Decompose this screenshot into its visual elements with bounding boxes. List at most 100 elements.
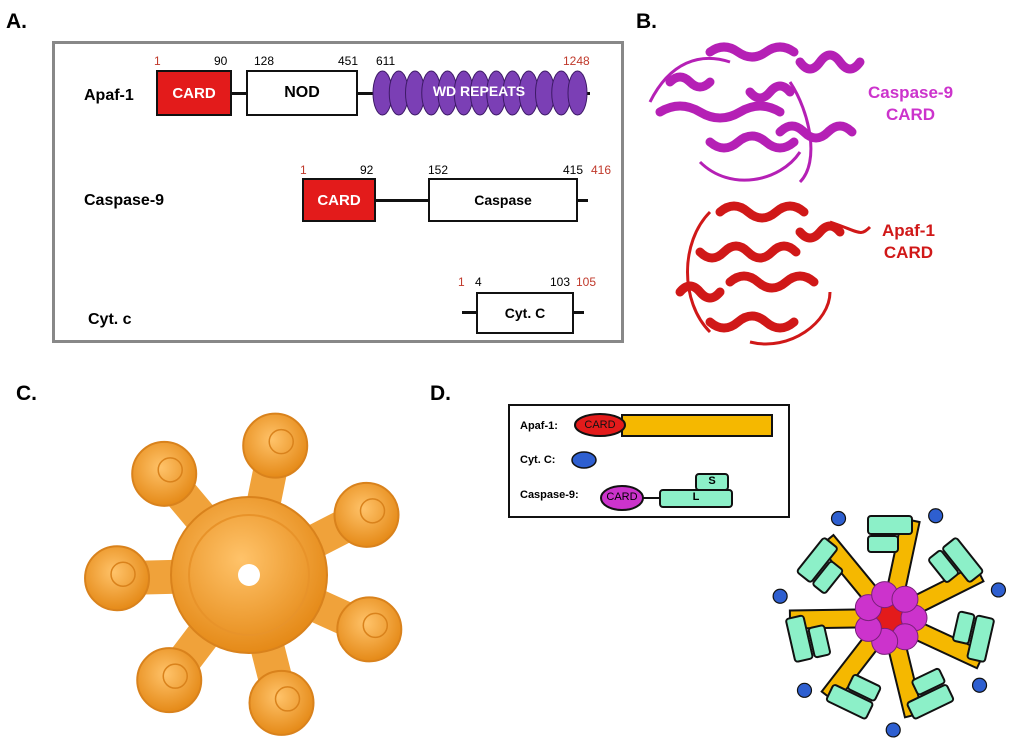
arm-head-detail <box>157 457 183 483</box>
legend-casp9-card-text: CARD <box>606 491 638 503</box>
cytc-dot <box>772 588 788 604</box>
arm-head <box>336 596 403 663</box>
cytc-ellipse <box>571 451 597 469</box>
apoptosome-cryo-em-map <box>84 412 403 736</box>
caspase-small-block <box>807 624 831 659</box>
casp9-pos-92: 92 <box>360 163 374 177</box>
apaf1-pos-611: 611 <box>376 54 396 68</box>
casp9-pos-416: 416 <box>591 163 612 177</box>
wd-blade <box>567 70 588 116</box>
domain-diagram-frame <box>52 41 624 343</box>
arm-head-detail <box>359 498 386 524</box>
cytc-dot <box>796 682 813 698</box>
apoptosome-model <box>772 508 1007 738</box>
casp9-pos-415: 415 <box>563 163 584 177</box>
casp9-card-domain: CARD <box>302 178 376 222</box>
casp9-row-label: Caspase-9 <box>84 192 165 209</box>
legend-apaf1-label: Apaf-1: <box>520 420 558 432</box>
caspase-small-block <box>847 673 882 702</box>
apaf1-card-ellipse <box>574 413 626 437</box>
caspase9-card-label-line1: Caspase-9 <box>868 83 954 102</box>
casp9-caspase-domain: Caspase <box>428 178 578 222</box>
apaf1-pos-90: 90 <box>214 54 228 68</box>
caspase9-card-label-line2: CARD <box>885 105 936 124</box>
card-disk <box>854 581 928 655</box>
apaf1-card-label-line2: CARD <box>883 243 933 262</box>
caspase-large-block <box>867 515 913 535</box>
apaf1-card-domain: CARD <box>156 70 232 116</box>
caspase-large-block <box>906 684 955 720</box>
arm-head <box>242 412 309 479</box>
apaf1-pos-451: 451 <box>338 54 359 68</box>
arm-head <box>333 481 400 548</box>
apaf1-wd-repeats <box>372 70 588 116</box>
legend-apaf1-card-text: CARD <box>584 419 616 431</box>
apaf1-card-loops <box>686 210 872 346</box>
cytc-dot <box>928 508 944 524</box>
apaf1-card-ribbon <box>675 201 845 333</box>
legend-cytc-symbol <box>571 451 597 469</box>
card-complex-ribbon <box>648 42 872 346</box>
cytc-dot <box>885 722 901 738</box>
cytc-pos-105: 105 <box>576 275 597 289</box>
arm-head-detail <box>162 663 188 689</box>
panel-c-label: C. <box>16 382 37 405</box>
casp9-card-ellipse <box>600 485 644 511</box>
caspase-large-block <box>966 614 995 663</box>
arm-head-detail <box>268 428 294 455</box>
cytc-dots <box>772 508 1007 738</box>
central-pore <box>238 564 260 586</box>
legend-cytc-label: Cyt. C: <box>520 454 556 466</box>
caspase-small-block <box>952 610 976 645</box>
caspase9-card-disk <box>891 585 919 613</box>
apaf1-card-label-line1: Apaf-1 <box>882 221 935 240</box>
wd-repeat-blades <box>372 70 588 116</box>
legend-s-text: S <box>708 475 716 487</box>
apaf1-wd-label: WD REPEATS <box>432 83 526 99</box>
panel-b-label: B. <box>636 10 657 33</box>
caspase9-card-label: Caspase-9 CARD <box>868 82 953 126</box>
apaf1-pos-1: 1 <box>154 54 161 68</box>
legend-apaf1-symbol <box>574 413 773 437</box>
cytc-pos-103: 103 <box>550 275 571 289</box>
legend-casp9-symbol <box>600 473 733 511</box>
cytc-dot <box>971 677 988 693</box>
caspase9-card-loops <box>648 56 813 184</box>
caspase9-card-ribbon <box>655 42 865 153</box>
caspase-large-block <box>785 614 814 663</box>
casp9-pos-1: 1 <box>300 163 307 177</box>
caspase-large-block <box>796 537 838 583</box>
caspase-small-block <box>867 535 899 553</box>
cytc-pos-4: 4 <box>475 275 482 289</box>
apaf1-row-label: Apaf-1 <box>84 87 134 104</box>
casp9-pos-152: 152 <box>428 163 449 177</box>
apaf1-nod-domain: NOD <box>246 70 358 116</box>
arm-head-detail <box>110 561 136 587</box>
panel-a-label: A. <box>6 10 27 33</box>
cytc-domain: Cyt. C <box>476 292 574 334</box>
arm-head <box>136 647 203 714</box>
arm-head <box>131 440 198 507</box>
hub-ring <box>188 514 310 636</box>
caspase-small-block <box>812 560 844 594</box>
apaf1-pos-128: 128 <box>254 54 275 68</box>
legend-casp9-label: Caspase-9: <box>520 489 579 501</box>
cytc-pos-1: 1 <box>458 275 465 289</box>
caspase-large-block <box>942 537 984 583</box>
legend-l-text: L <box>692 491 700 503</box>
cytc-row-label: Cyt. c <box>88 311 132 328</box>
caspase-small-block <box>928 549 959 583</box>
cytc-dot <box>990 582 1007 598</box>
arm-head <box>84 545 151 612</box>
arm-head-detail <box>274 686 301 712</box>
arm-head-detail <box>362 612 389 639</box>
panel-d-label: D. <box>430 382 451 405</box>
caspase-blocks <box>785 515 995 720</box>
caspase-small-block <box>911 667 946 696</box>
apaf1-body-rect <box>621 414 773 437</box>
casp9-small-subunit <box>695 473 729 491</box>
cytc-dot <box>830 510 847 527</box>
caspase-large-block <box>825 684 874 720</box>
apaf1-card-label: Apaf-1 CARD <box>882 220 935 264</box>
apaf1-pos-1248: 1248 <box>563 54 590 68</box>
